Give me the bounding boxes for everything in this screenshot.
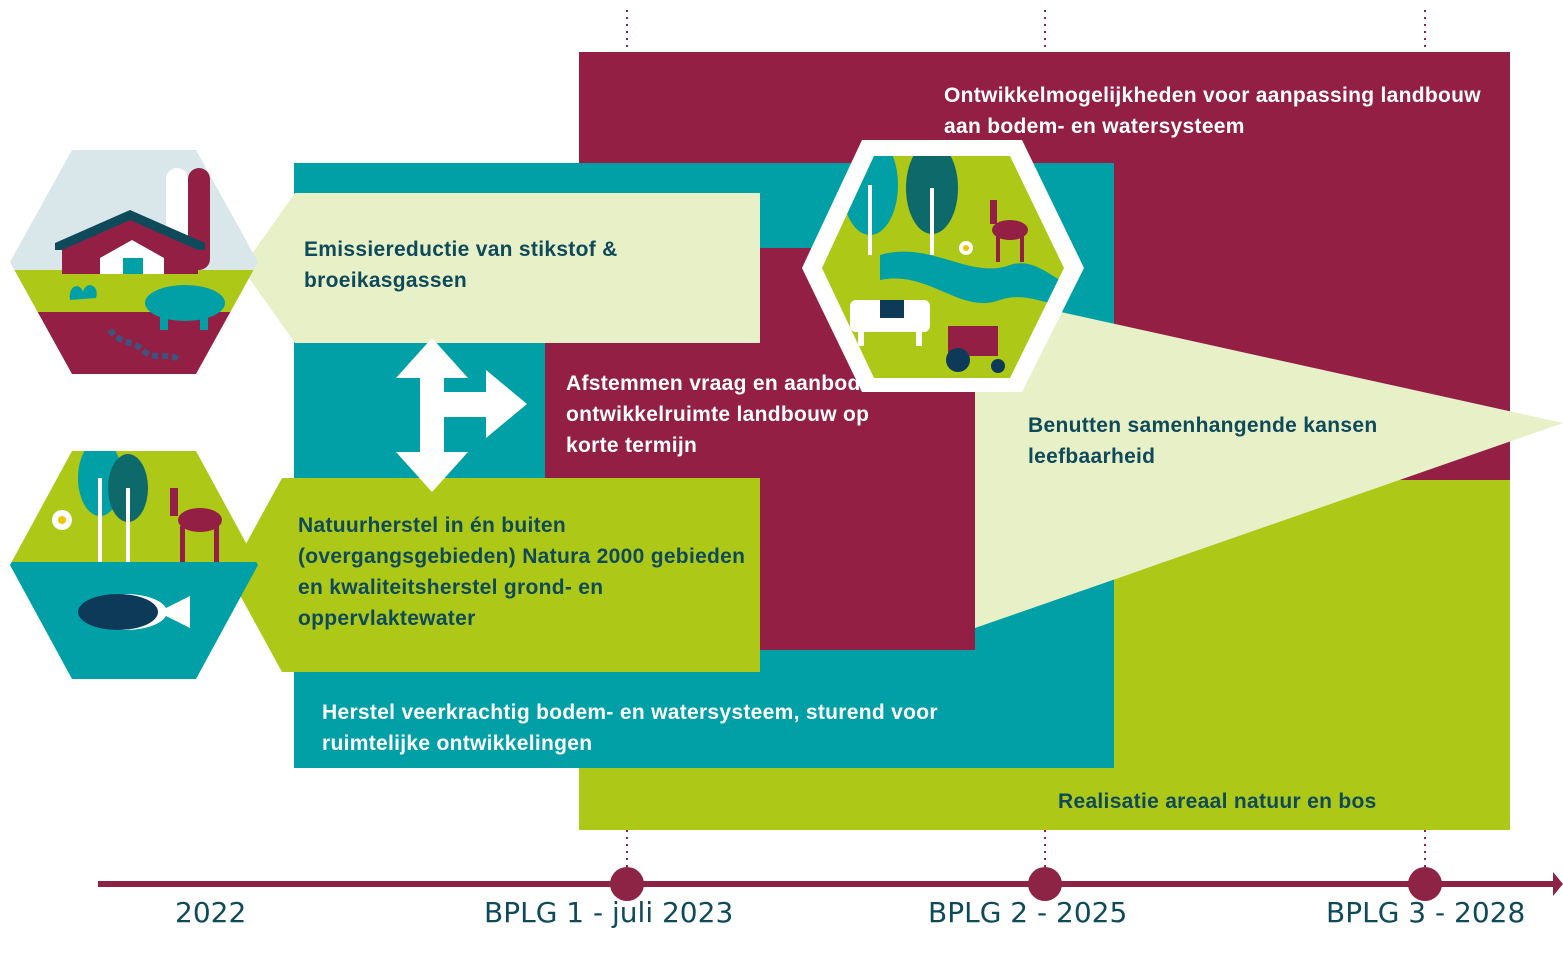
benutten-label: Benutten samenhangende kansen leefbaarhe… xyxy=(1028,414,1378,468)
milestone-bplg3-dot xyxy=(1408,867,1442,901)
natuurherstel-label: Natuurherstel in én buiten (overgangsgeb… xyxy=(298,514,746,630)
timeline-label-bplg3: BPLG 3 - 2028 xyxy=(1326,896,1526,929)
ontwikkel-label: Ontwikkelmogelijkheden voor aanpassing l… xyxy=(944,84,1481,138)
emissie-arrow-shape xyxy=(242,193,760,343)
afstemmen-label: Afstemmen vraag en aanbod ontwikkelruimt… xyxy=(566,372,870,457)
timeline-label-bplg1: BPLG 1 - juli 2023 xyxy=(484,896,734,929)
split-arrow-icon xyxy=(396,338,527,492)
farm-pig-hexagon-icon xyxy=(10,150,258,374)
benutten-arrow-shape xyxy=(975,293,1563,628)
natuurherstel-arrow-shape xyxy=(229,478,760,672)
timeline xyxy=(98,867,1563,901)
countryside-cow-tractor-hexagon-icon xyxy=(802,140,1084,392)
milestone-guides xyxy=(626,10,1426,880)
timeline-label-bplg2: BPLG 2 - 2025 xyxy=(928,896,1128,929)
milestone-bplg2-dot xyxy=(1028,867,1062,901)
nature-fish-hexagon-icon xyxy=(10,451,258,679)
emissie-label: Emissiereductie van stikstof & broeikasg… xyxy=(304,238,618,292)
milestone-bplg1-dot xyxy=(610,867,644,901)
realisatie-label: Realisatie areaal natuur en bos xyxy=(1058,790,1377,813)
timeline-label-2022: 2022 xyxy=(175,896,247,929)
herstel-label: Herstel veerkrachtig bodem- en watersyst… xyxy=(322,701,938,755)
